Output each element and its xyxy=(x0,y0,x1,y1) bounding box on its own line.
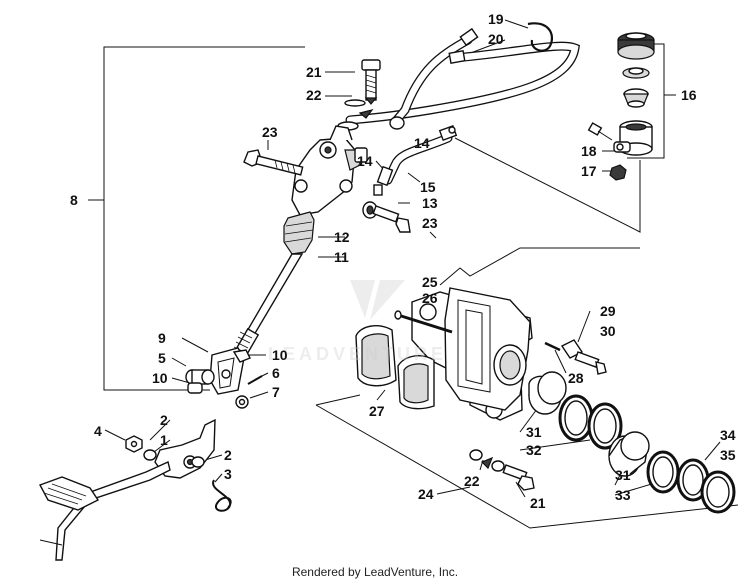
reservoir-screw-18 xyxy=(587,122,613,141)
seal-32 xyxy=(558,394,623,450)
hose-clip xyxy=(527,22,554,52)
washer-22-lower xyxy=(469,449,505,472)
seal-34-35 xyxy=(676,458,736,514)
nut-10 xyxy=(232,349,251,363)
master-cylinder-body xyxy=(291,125,368,216)
watermark-logo: LEADVENTURE xyxy=(268,280,447,364)
reservoir-cap xyxy=(617,32,655,60)
caliper-pin-28 xyxy=(544,341,561,352)
callout-11: 11 xyxy=(334,249,349,265)
cotter-pin-6 xyxy=(247,375,263,385)
callout-34: 34 xyxy=(720,427,736,443)
callout-30: 30 xyxy=(600,323,616,339)
callout-9: 9 xyxy=(158,330,166,346)
rendered-by-credit: Rendered by LeadVenture, Inc. xyxy=(291,565,459,579)
boot-11 xyxy=(283,211,315,255)
callout-3: 3 xyxy=(224,466,232,482)
callout-27: 27 xyxy=(369,403,385,419)
callout-35: 35 xyxy=(720,447,736,463)
bushing-2 xyxy=(143,449,205,468)
callout-26: 26 xyxy=(422,290,438,306)
watermark-text: LEADVENTURE xyxy=(268,344,447,364)
callout-22: 22 xyxy=(464,473,480,489)
bolt-21-lower xyxy=(502,464,535,491)
callout-labels: 19 20 21 22 16 23 14 18 14 17 15 8 13 23… xyxy=(70,11,736,511)
spring-3 xyxy=(212,479,232,512)
callout-17: 17 xyxy=(581,163,597,179)
callout-6: 6 xyxy=(272,365,280,381)
bolt-13 xyxy=(362,201,411,233)
callout-12: 12 xyxy=(334,229,350,245)
callout-18: 18 xyxy=(581,143,597,159)
nut-4 xyxy=(125,435,143,453)
callout-21: 21 xyxy=(530,495,546,511)
pin-10-lower xyxy=(187,382,203,394)
callout-14: 14 xyxy=(414,135,430,151)
banjo-bolt-top xyxy=(361,59,381,105)
callout-15: 15 xyxy=(420,179,436,195)
clevis-pin-5 xyxy=(185,369,215,385)
callout-4: 4 xyxy=(94,423,102,439)
brake-line-lower xyxy=(383,125,458,185)
washer-7 xyxy=(235,395,249,409)
banjo-fitting-14 xyxy=(373,165,394,196)
callout-29: 29 xyxy=(600,303,616,319)
callout-10: 10 xyxy=(272,347,288,363)
bleeder-screw-29 xyxy=(560,339,607,375)
callout-32: 32 xyxy=(526,442,542,458)
crush-washer-top xyxy=(344,99,366,107)
callout-10: 10 xyxy=(152,370,168,386)
callout-2: 2 xyxy=(224,447,232,463)
callout-25: 25 xyxy=(422,274,438,290)
callout-23: 23 xyxy=(422,215,438,231)
callout-7: 7 xyxy=(272,384,280,400)
guide-pin-26 xyxy=(394,310,453,334)
callout-13: 13 xyxy=(422,195,438,211)
callout-2: 2 xyxy=(160,412,168,428)
callout-22: 22 xyxy=(306,87,322,103)
callout-33: 33 xyxy=(615,487,631,503)
reservoir-diaphragm xyxy=(622,67,650,79)
callout-16: 16 xyxy=(681,87,697,103)
mount-bolt-23 xyxy=(243,149,304,176)
callout-19: 19 xyxy=(488,11,504,27)
callout-24: 24 xyxy=(418,486,434,502)
callout-23: 23 xyxy=(262,124,278,140)
piston-31-upper xyxy=(528,371,567,415)
piston-31-lower xyxy=(608,431,650,477)
brake-line-upper xyxy=(345,27,581,127)
brake-pad-27 xyxy=(355,325,435,410)
callout-14: 14 xyxy=(357,153,373,169)
callout-31: 31 xyxy=(526,424,542,440)
callout-1: 1 xyxy=(160,432,168,448)
callout-28: 28 xyxy=(568,370,584,386)
callout-21: 21 xyxy=(306,64,322,80)
callout-8: 8 xyxy=(70,192,78,208)
seal-33 xyxy=(646,450,680,494)
reservoir-nut-17 xyxy=(609,164,627,181)
callout-20: 20 xyxy=(488,31,504,47)
reservoir-float xyxy=(623,88,649,108)
reservoir-body xyxy=(613,120,653,156)
callout-5: 5 xyxy=(158,350,166,366)
callout-31: 31 xyxy=(615,467,631,483)
caliper-body xyxy=(444,287,531,411)
pedal-pad xyxy=(39,476,100,511)
